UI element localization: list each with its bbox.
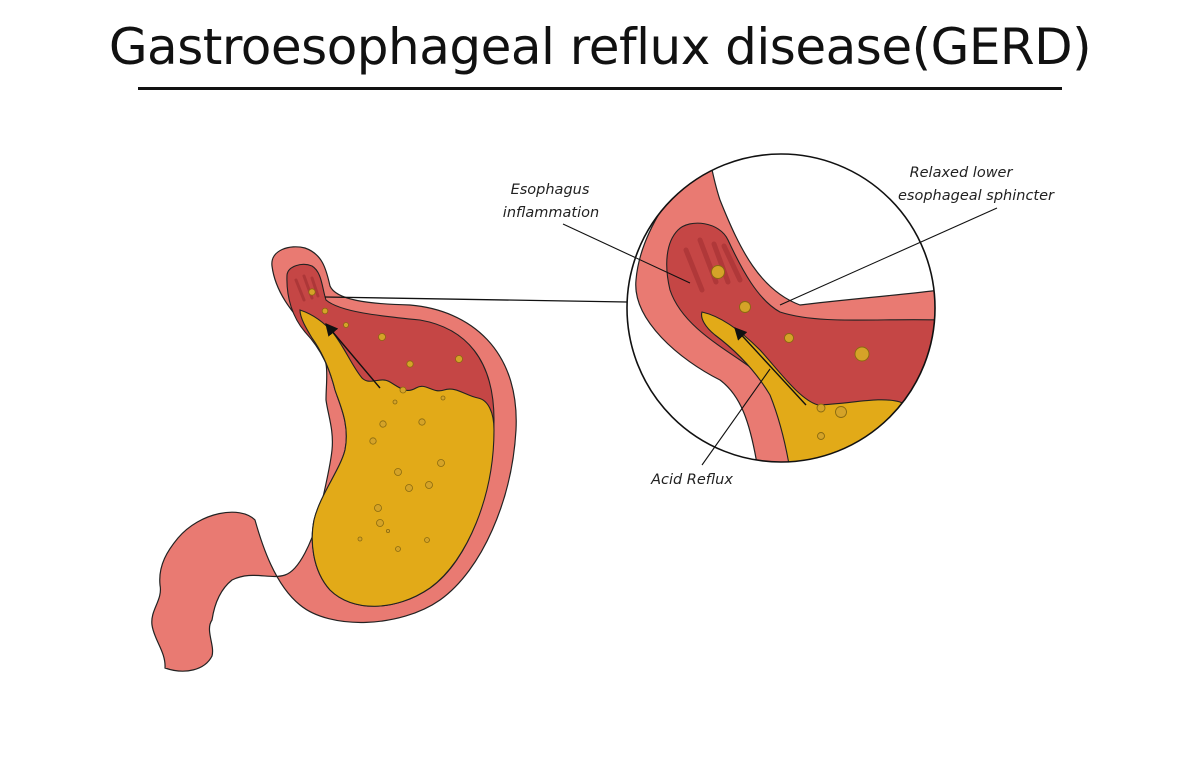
stomach-acid-bubbles: [308, 288, 463, 552]
inflammation-leader-line: [562, 223, 691, 284]
acid-leader-line: [701, 368, 771, 466]
label-sphincter-line2: esophageal sphincter: [898, 188, 1055, 204]
magnified-view: [626, 153, 936, 463]
title-underline: [138, 87, 1062, 90]
stomach-acid: [299, 309, 495, 607]
page-title: Gastroesophageal reflux disease(GERD): [108, 18, 1092, 76]
label-sphincter-line1: Relaxed lower: [910, 165, 1014, 181]
label-inflammation-line1: Esophagus: [511, 182, 590, 198]
label-acid-reflux: Acid Reflux: [650, 472, 733, 488]
sphincter-leader-line: [779, 207, 998, 306]
stomach-reflux-arrow: [325, 323, 381, 389]
label-inflammation-line2: inflammation: [503, 205, 599, 221]
magnifier-circle: [626, 153, 936, 463]
magnified-acid-bubbles: [711, 265, 870, 440]
stomach-illustration: [151, 246, 517, 672]
magnifier-connector: [324, 296, 628, 303]
magnified-reflux-arrow: [734, 327, 807, 406]
